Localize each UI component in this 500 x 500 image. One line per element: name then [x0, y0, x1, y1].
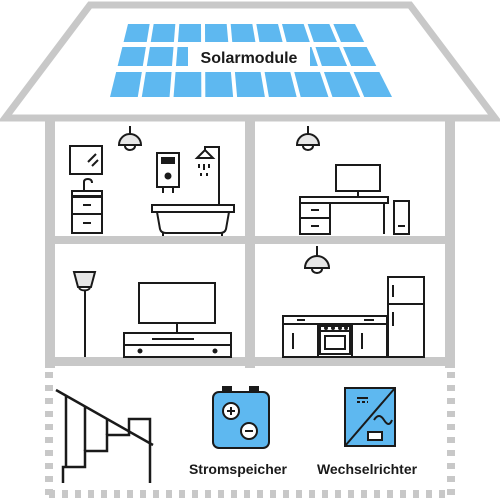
water-heater-icon — [156, 152, 180, 193]
solar-panel-cell — [230, 24, 256, 42]
solar-module-label: Solarmodule — [201, 50, 298, 67]
solar-panel-cell — [205, 24, 229, 42]
solar-panel-cell — [323, 72, 361, 97]
solar-panel-cell — [333, 24, 365, 42]
solar-panel-cell — [264, 72, 297, 97]
solar-panel-cell — [256, 24, 283, 42]
solar-panel-cell — [234, 72, 265, 97]
sink-icon — [71, 177, 103, 234]
middle-floor — [45, 236, 455, 244]
staircase-icon — [55, 388, 154, 483]
pendant-lamp-icon — [117, 126, 143, 151]
inverter-label: Wechselrichter — [317, 461, 418, 477]
solar-panel-cell — [343, 47, 377, 66]
mirror-icon — [69, 145, 103, 175]
house-walls — [45, 118, 455, 368]
solar-panel-cell — [110, 72, 142, 97]
basement-outline — [45, 372, 455, 498]
tv-icon — [138, 282, 216, 333]
solar-panel-cell — [177, 24, 202, 42]
solar-panel-cell — [117, 47, 146, 66]
solar-panel-cell — [315, 47, 348, 66]
solar-panel-cell — [294, 72, 329, 97]
storage-label: Stromspeicher — [189, 461, 288, 477]
inverter-icon — [344, 387, 396, 447]
solar-panel-cell — [146, 47, 174, 66]
kitchen — [282, 276, 425, 358]
living-room — [72, 271, 232, 358]
bathroom — [69, 145, 235, 236]
bathtub-icon — [151, 204, 235, 236]
battery-storage-icon — [212, 386, 270, 449]
solar-panel-cell — [353, 72, 392, 97]
desk-icon — [299, 196, 389, 235]
solar-panel-cell — [205, 72, 234, 97]
solar-panel-cell — [307, 24, 337, 42]
ground-floor — [45, 357, 455, 366]
monitor-icon — [335, 164, 381, 198]
office — [299, 164, 410, 235]
solar-panel-cell — [150, 24, 176, 42]
solar-panel-cell — [173, 72, 202, 97]
solar-panel-cell — [282, 24, 310, 42]
solar-label-backdrop — [188, 44, 310, 70]
tv-bench-icon — [123, 332, 232, 358]
solar-panel-cell — [141, 72, 172, 97]
oven-icon — [319, 325, 351, 355]
pendant-lamp-icon — [295, 126, 321, 151]
solar-panel-cell — [123, 24, 150, 42]
shower-icon — [194, 146, 220, 205]
pendant-lamp-icon — [303, 246, 331, 274]
fridge-icon — [387, 276, 425, 358]
pc-tower-icon — [393, 200, 410, 235]
floor-lamp-icon — [72, 271, 97, 357]
